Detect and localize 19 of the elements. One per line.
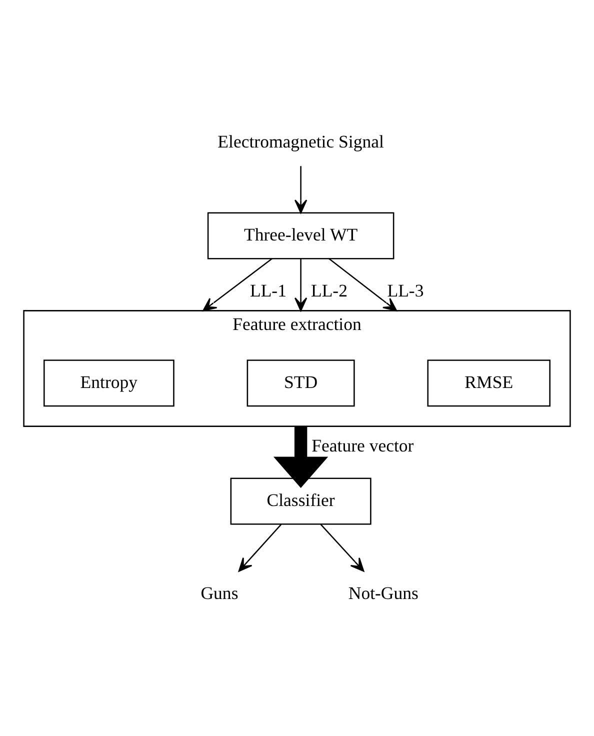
arrow: [202, 258, 272, 311]
arrow: [328, 258, 398, 311]
edge-label: LL-1: [250, 280, 286, 300]
edge-label: LL-2: [310, 280, 348, 300]
node-box: Three-level WT: [207, 212, 394, 259]
node-text: Electromagnetic Signal: [218, 131, 384, 152]
node-box: STD: [246, 359, 355, 406]
arrow: [273, 426, 328, 488]
edge-label: LL-3: [387, 280, 424, 300]
node-text: Guns: [200, 582, 238, 602]
arrow: [320, 523, 364, 572]
arrow: [238, 523, 282, 572]
arrow: [294, 258, 308, 311]
node-box: RMSE: [427, 359, 550, 406]
edge-label: Feature vector: [312, 434, 414, 455]
arrow: [294, 166, 308, 213]
node-text: Not-Guns: [348, 582, 418, 602]
node-box: Entropy: [44, 359, 174, 406]
node-box: Classifier: [230, 477, 372, 524]
